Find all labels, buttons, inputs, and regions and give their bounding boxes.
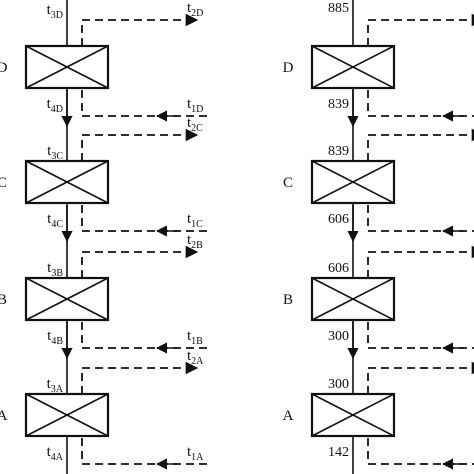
- cold-out-dashed-arrow: [81, 245, 199, 278]
- stage-d: D885839433412: [283, 1, 474, 128]
- stage-letter: A: [0, 408, 8, 424]
- cold-in-dashed-line: [367, 203, 474, 232]
- exchanger-cross-line: [311, 393, 395, 437]
- cold-in-label: t1B: [187, 328, 203, 347]
- stage-c: C839606545362: [283, 128, 474, 243]
- left-panel-symbolic: Dt3Dt4Dt2Dt1DCt3Ct4Ct2Ct1CBt3Bt4Bt2Bt1BA…: [0, 0, 207, 474]
- stage-letter: C: [0, 175, 7, 191]
- stage-a: A30014224230: [283, 361, 474, 470]
- cold-out-dashed-arrow: [367, 128, 474, 161]
- hot-out-label: t4B: [47, 328, 63, 347]
- cold-in-dashed-line: [367, 436, 474, 465]
- hot-out-label: t4C: [47, 211, 63, 230]
- cold-out-dashed-arrow: [81, 361, 199, 394]
- cold-out-label: t2A: [187, 348, 204, 367]
- stage-letter: D: [283, 60, 294, 76]
- stage-letter: B: [283, 292, 293, 308]
- cold-out-dashed-arrow: [81, 128, 199, 161]
- cold-in-dashed-line: [367, 88, 474, 117]
- cold-in-dashed-line: [367, 320, 474, 349]
- cold-out-label: t2B: [187, 232, 203, 251]
- hot-out-label: t4D: [47, 96, 63, 115]
- hot-out-value: 142: [328, 445, 349, 460]
- hot-out-value: 606: [328, 212, 349, 227]
- cold-out-dashed-arrow: [81, 13, 199, 46]
- hot-in-label: t3D: [47, 2, 63, 21]
- hot-in-label: t3C: [47, 143, 63, 162]
- cold-in-label: t1A: [187, 444, 204, 463]
- cold-in-label: t1C: [187, 211, 203, 230]
- cold-out-dashed-arrow: [367, 361, 474, 394]
- exchanger-cross-line: [25, 45, 109, 89]
- stage-letter: C: [283, 175, 293, 191]
- exchanger-cross-line: [311, 45, 395, 89]
- cold-out-dashed-arrow: [367, 13, 474, 46]
- exchanger-cross-line: [311, 277, 395, 321]
- hot-in-label: t3B: [47, 260, 63, 279]
- hot-in-label: t3A: [47, 376, 64, 395]
- stage-letter: B: [0, 292, 7, 308]
- hot-in-value: 885: [328, 1, 349, 16]
- exchanger-cross-line: [311, 160, 395, 204]
- hot-in-value: 300: [328, 377, 349, 392]
- exchanger-cross-line: [25, 393, 109, 437]
- hot-out-value: 839: [328, 97, 349, 112]
- cold-in-label: t1D: [187, 96, 203, 115]
- cold-out-label: t2C: [187, 115, 203, 134]
- exchanger-cross-line: [25, 277, 109, 321]
- stage-b: B606300334230: [283, 245, 474, 360]
- stage-letter: A: [283, 408, 294, 424]
- stage-letter: D: [0, 60, 8, 76]
- cold-out-dashed-arrow: [367, 245, 474, 278]
- exchanger-cross-line: [25, 160, 109, 204]
- cold-out-label: t2D: [187, 0, 203, 19]
- right-panel-numeric: D885839433412C839606545362B606300334230A…: [283, 0, 474, 474]
- hot-in-value: 606: [328, 261, 349, 276]
- hot-in-value: 839: [328, 144, 349, 159]
- hot-out-value: 300: [328, 329, 349, 344]
- hot-out-label: t4A: [47, 444, 64, 463]
